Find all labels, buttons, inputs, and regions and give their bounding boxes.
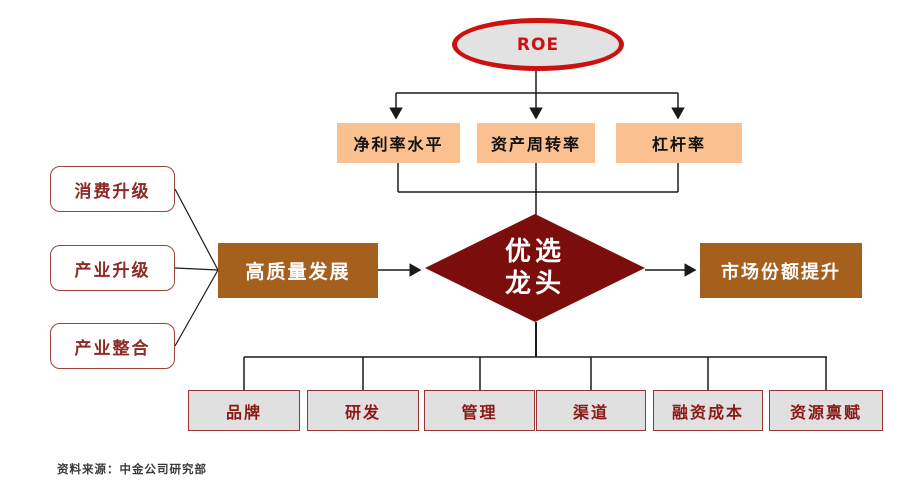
driver-box-industry-upgrade: 产业升级: [50, 245, 175, 291]
factor-label: 品牌: [225, 402, 262, 422]
driver-label: 消费升级: [74, 181, 151, 202]
component-box-net-margin: 净利率水平: [337, 123, 460, 163]
factor-box-management: 管理: [424, 390, 535, 431]
outcome-box-market-share-gain: 市场份额提升: [700, 243, 862, 298]
component-box-asset-turnover: 资产周转率: [477, 123, 595, 163]
component-label: 资产周转率: [490, 135, 581, 154]
process-box-high-quality-development: 高质量发展: [218, 243, 378, 298]
factor-box-brand: 品牌: [188, 390, 300, 431]
factor-label: 渠道: [572, 402, 609, 422]
component-label: 净利率水平: [353, 135, 444, 154]
outcome-label: 市场份额提升: [721, 261, 841, 283]
driver-box-industry-consolidation: 产业整合: [50, 323, 175, 369]
factor-label: 研发: [344, 402, 381, 422]
component-box-leverage: 杠杆率: [616, 123, 742, 163]
factor-label: 融资成本: [671, 402, 744, 422]
factor-label: 管理: [461, 402, 498, 422]
driver-label: 产业整合: [74, 338, 151, 359]
decision-label-line1: 优选: [504, 236, 565, 267]
roe-ellipse: ROE: [452, 18, 624, 71]
factor-box-resource-endowment: 资源禀赋: [769, 390, 883, 431]
factor-box-financing-cost: 融资成本: [653, 390, 763, 431]
process-label: 高质量发展: [245, 261, 351, 283]
driver-box-consumption-upgrade: 消费升级: [50, 166, 175, 212]
factor-box-rnd: 研发: [307, 390, 419, 431]
roe-label: ROE: [516, 34, 560, 55]
factor-label: 资源禀赋: [789, 402, 862, 422]
factor-box-channel: 渠道: [536, 390, 646, 431]
decision-label-line2: 龙头: [504, 269, 565, 299]
component-label: 杠杆率: [651, 135, 706, 154]
driver-label: 产业升级: [74, 260, 151, 281]
source-note: 资料来源：中金公司研究部: [57, 462, 207, 476]
